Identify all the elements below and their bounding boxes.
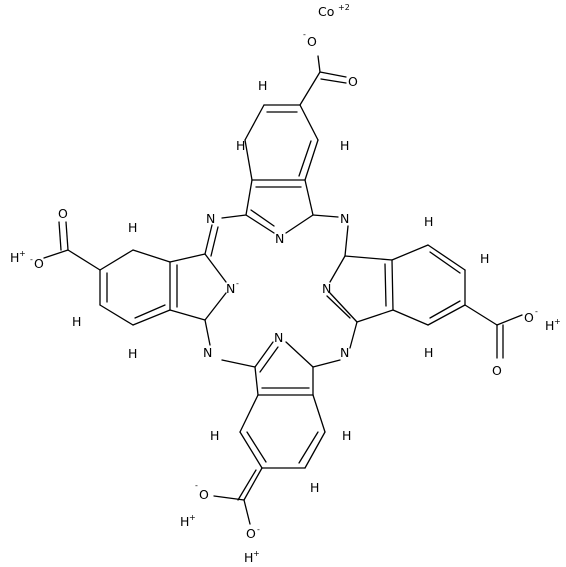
hydrogen-atom: H <box>236 138 245 153</box>
nitrogen-atom: N <box>206 211 215 226</box>
nitrogen-anion-charge: - <box>236 279 239 288</box>
hydrogen-atom: H <box>258 78 267 93</box>
hydrogen-atom: H <box>310 480 319 495</box>
hydrogen-atom: H <box>128 220 137 235</box>
oxygen-anion-charge: - <box>535 307 538 316</box>
counter-ion-charge: + <box>189 513 196 522</box>
oxygen-atom: O <box>34 256 44 271</box>
oxygen-atom: O <box>348 74 358 89</box>
cobalt-label: Co <box>318 4 334 19</box>
oxygen-anion-charge: - <box>30 255 33 264</box>
counter-ion-charge: + <box>253 549 260 558</box>
hydrogen-atom: H <box>340 138 349 153</box>
counter-ion-charge: + <box>554 317 561 326</box>
hydrogen-atom: H <box>342 428 351 443</box>
counter-ion-charge: + <box>19 249 26 258</box>
counter-ion-hydrogen: H <box>10 250 19 265</box>
counter-ion-hydrogen: H <box>244 550 253 565</box>
hydrogen-atom: H <box>210 428 219 443</box>
cobalt-charge: +2 <box>338 3 350 12</box>
oxygen-anion-charge: - <box>195 481 198 490</box>
nitrogen-atom: N <box>274 330 283 345</box>
hydrogen-atom: H <box>424 345 433 360</box>
atom-labels: Co +2 - O O H H H N N N N N O H + - O H … <box>10 3 561 565</box>
oxygen-anion-charge: - <box>303 30 306 39</box>
nitrogen-atom: N <box>340 211 349 226</box>
hydrogen-atom: H <box>128 346 137 361</box>
oxygen-atom: O <box>58 206 68 221</box>
nitrogen-atom: N <box>322 281 331 296</box>
oxygen-atom: O <box>307 34 317 49</box>
oxygen-atom: O <box>246 526 256 541</box>
bond-skeleton <box>43 55 523 525</box>
hydrogen-atom: H <box>424 214 433 229</box>
nitrogen-atom: N <box>340 345 349 360</box>
nitrogen-atom: N <box>203 345 212 360</box>
oxygen-atom: O <box>199 487 209 502</box>
hydrogen-atom: H <box>72 314 81 329</box>
counter-ion-hydrogen: H <box>180 514 189 529</box>
oxygen-anion-charge: - <box>257 525 260 534</box>
nitrogen-atom: N <box>275 231 284 246</box>
counter-ion-hydrogen: H <box>545 318 554 333</box>
oxygen-atom: O <box>492 363 502 378</box>
hydrogen-atom: H <box>480 251 489 266</box>
oxygen-atom: O <box>524 310 534 325</box>
nitrogen-anion-atom: N <box>226 281 235 296</box>
